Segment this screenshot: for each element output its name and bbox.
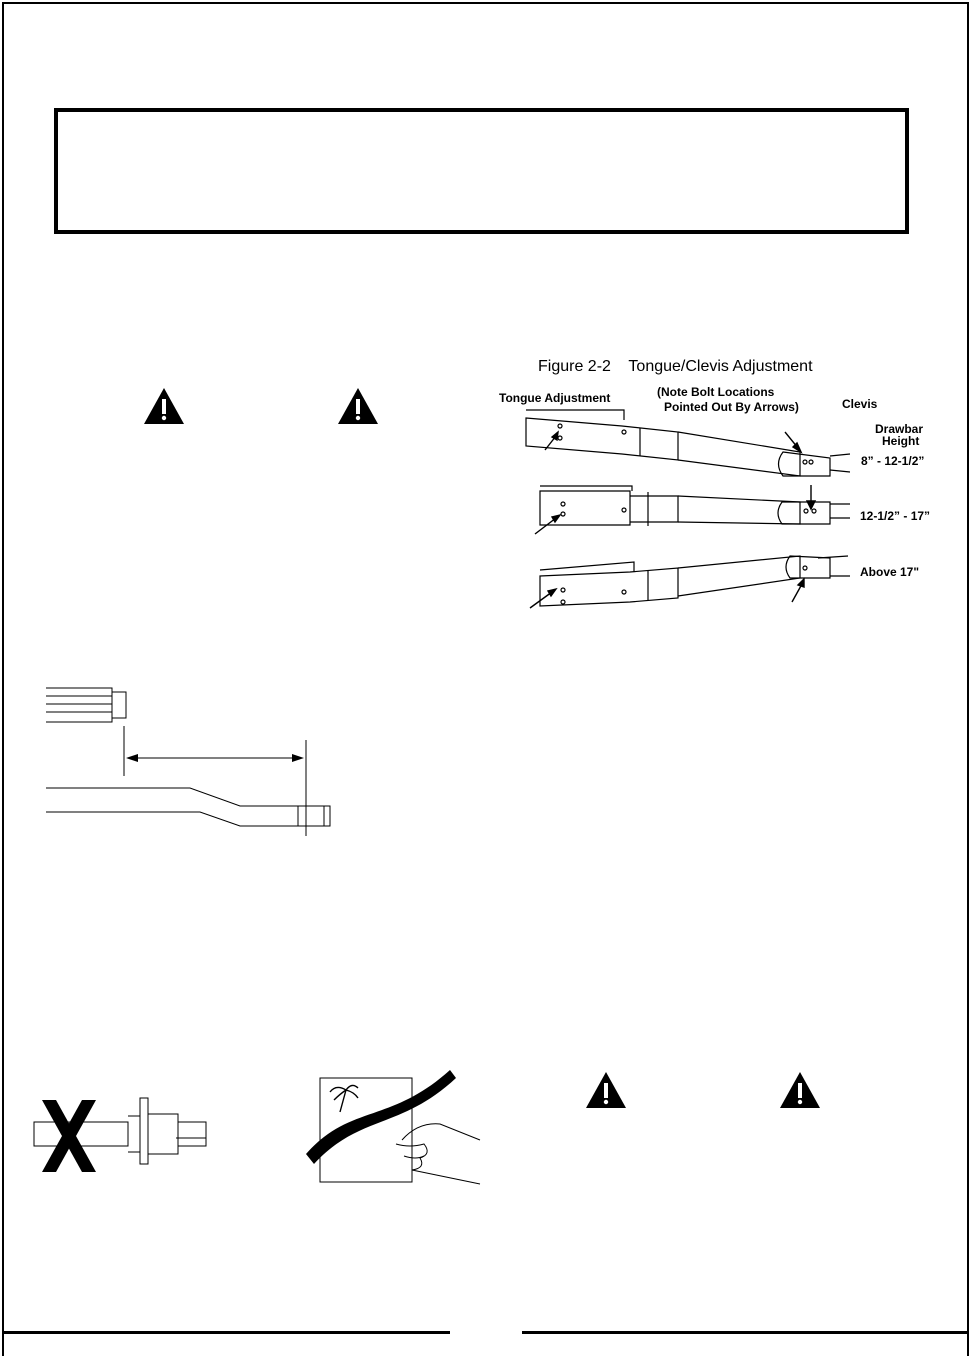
decal-hand-illustration (306, 1070, 481, 1185)
bottom-rule-left (2, 1331, 450, 1334)
x-mark-icon (42, 1100, 96, 1172)
label-note-line1: (Note Bolt Locations (657, 385, 775, 399)
warning-triangle-icon (338, 388, 378, 424)
label-height-range-3: Above 17" (860, 565, 920, 579)
tongue-clevis-diagram (525, 409, 851, 609)
label-note-line2: Pointed Out By Arrows) (664, 400, 799, 414)
incorrect-coupler-diagram (33, 1097, 207, 1165)
label-height-range-1: 8” - 12-1/2” (861, 454, 925, 468)
bottom-rule-right (522, 1331, 969, 1334)
warning-triangle-icon (144, 388, 184, 424)
label-tongue-adjustment: Tongue Adjustment (499, 391, 611, 405)
driveline-measurement-diagram (46, 687, 331, 836)
label-height-range-2: 12-1/2” - 17” (860, 509, 931, 523)
label-drawbar: Drawbar (875, 422, 924, 436)
label-clevis: Clevis (842, 397, 878, 411)
warning-triangle-icon (586, 1072, 626, 1108)
header-banner-box (54, 108, 909, 234)
figure-caption: Figure 2-2 Tongue/Clevis Adjustment (538, 358, 813, 375)
label-height: Height (882, 434, 920, 448)
warning-triangle-icon (780, 1072, 820, 1108)
